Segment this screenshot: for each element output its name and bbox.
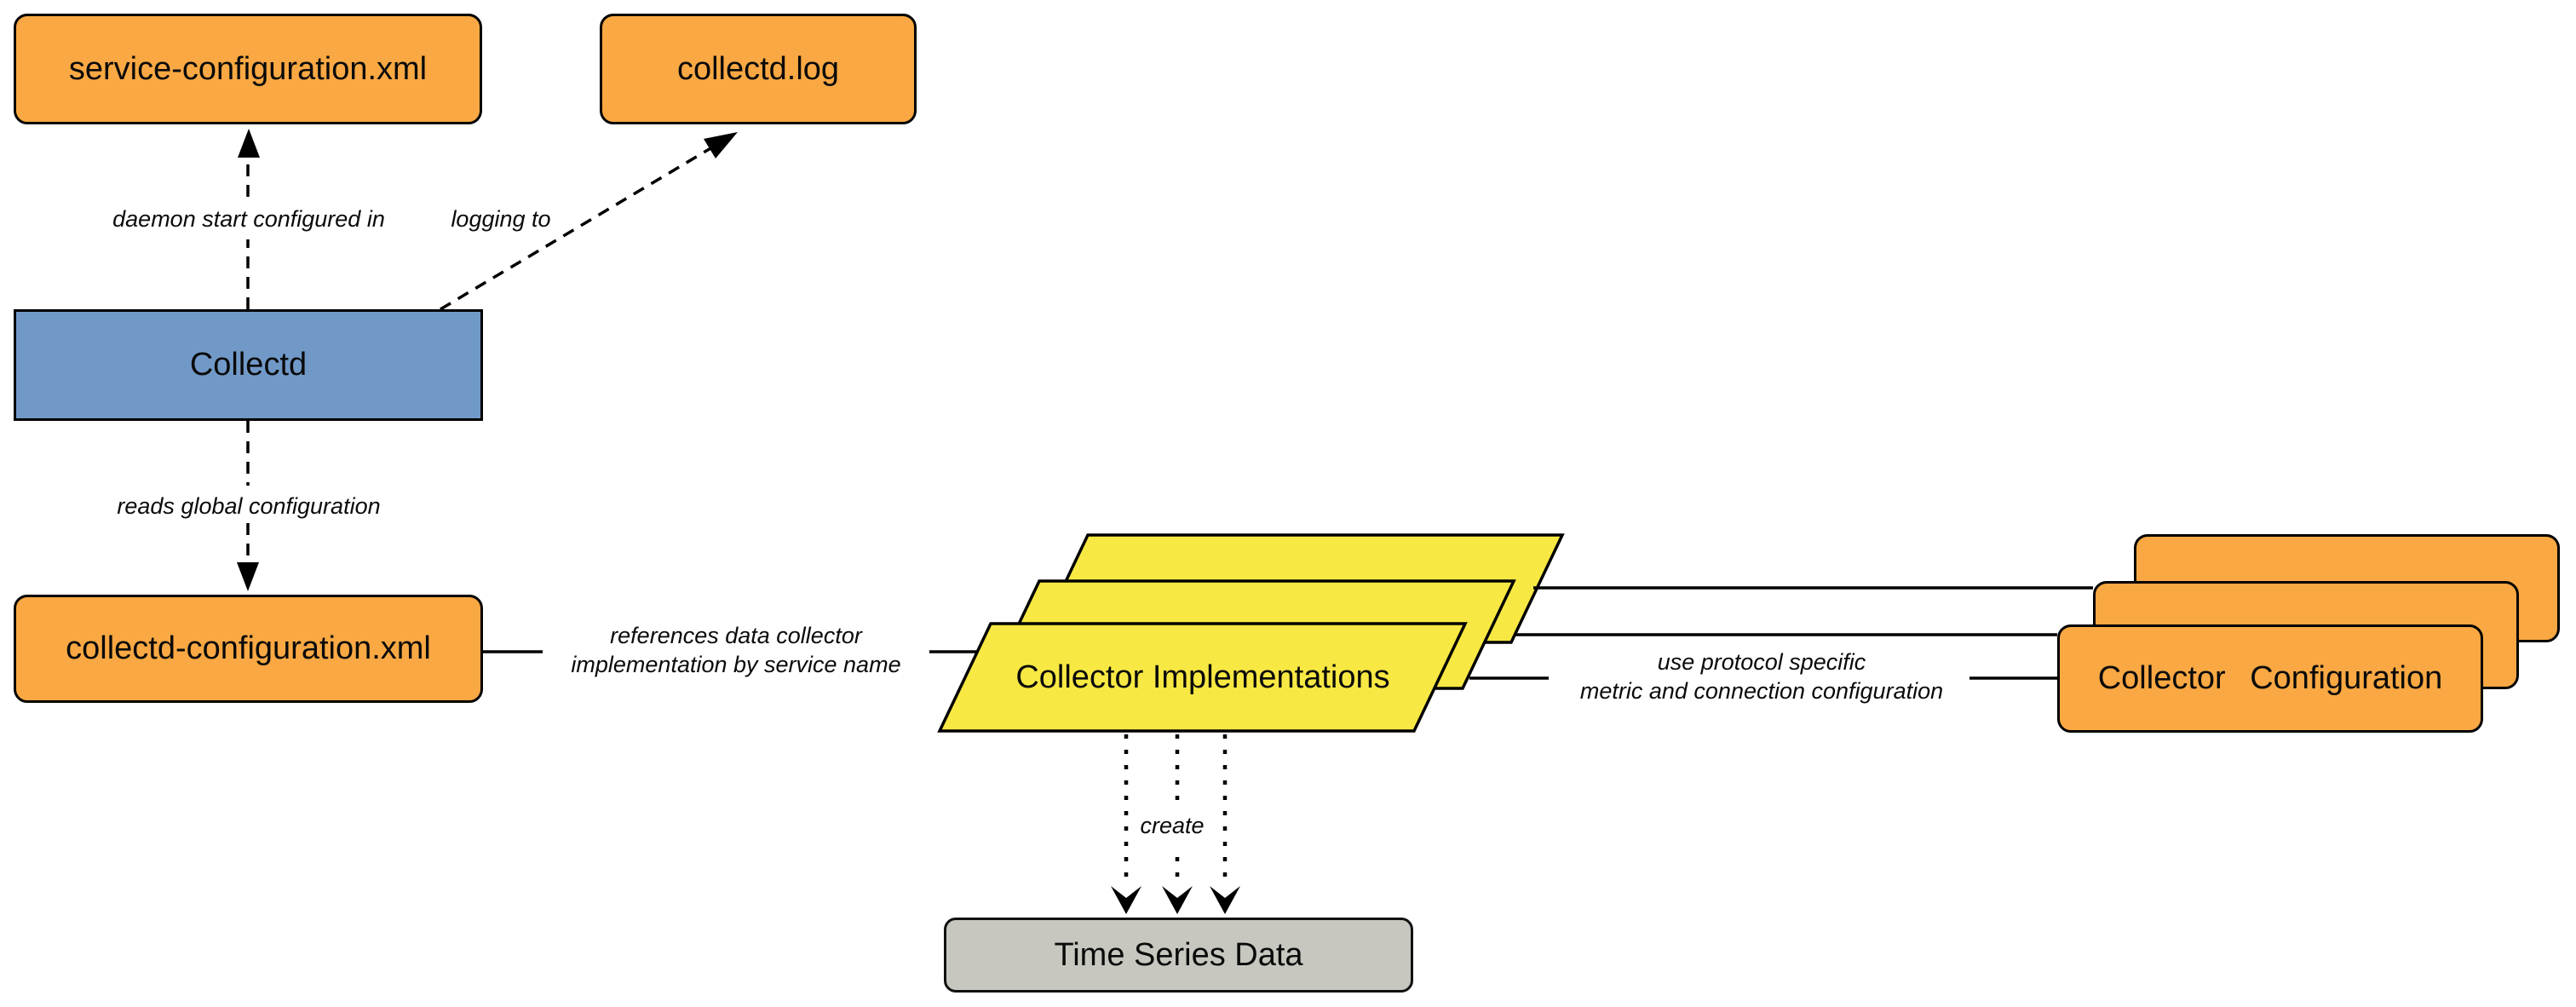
edge-logging-to-segment [440,146,713,311]
collector-implementations-shape-front [937,622,1468,733]
arrowhead-create-3 [1210,886,1240,914]
edge-label-use-protocol: use protocol specific metric and connect… [1549,647,1975,705]
node-collector-implementations-label: Collector Implementations [1015,659,1390,695]
edge-label-references-line1: references data collector [610,623,862,648]
node-collector-configuration-label: Collector Configuration [2097,660,2443,696]
node-collectd-label: Collectd [189,347,308,383]
node-service-configuration: service-configuration.xml [14,14,482,124]
edge-label-daemon-start-text: daemon start configured in [112,206,385,232]
node-collectd-configuration: collectd-configuration.xml [14,595,483,703]
edge-label-use-protocol-line1: use protocol specific [1657,649,1866,675]
arrowhead-create-1 [1111,886,1141,914]
node-collectd-configuration-label: collectd-configuration.xml [66,630,431,666]
edge-label-logging-to-text: logging to [451,206,551,232]
arrowhead-daemon-start-up [238,129,260,158]
node-collectd-log-label: collectd.log [676,50,840,87]
node-collectd-log: collectd.log [600,14,917,124]
edge-label-daemon-start: daemon start configured in [78,204,419,233]
edge-label-reads-global-text: reads global configuration [117,493,381,519]
node-collectd: Collectd [14,309,483,421]
edge-label-use-protocol-line2: metric and connection configuration [1579,678,1944,704]
node-service-configuration-label: service-configuration.xml [68,50,428,87]
arrowhead-logging-to [704,132,738,158]
node-time-series-data: Time Series Data [944,918,1413,993]
edge-label-logging-to: logging to [416,204,586,233]
arrowhead-create-2 [1162,886,1193,914]
edge-label-reads-global: reads global configuration [78,492,419,521]
edge-label-references: references data collector implementation… [523,621,949,679]
node-collector-implementations: Collector Implementations [946,624,1460,731]
edge-label-create: create [1104,811,1240,840]
node-collector-configuration: Collector Configuration [2057,624,2483,733]
arrowhead-reads-global-down [237,562,259,591]
node-time-series-data-label: Time Series Data [1054,936,1303,973]
edge-label-create-text: create [1140,813,1205,838]
edge-label-references-line2: implementation by service name [571,652,901,677]
